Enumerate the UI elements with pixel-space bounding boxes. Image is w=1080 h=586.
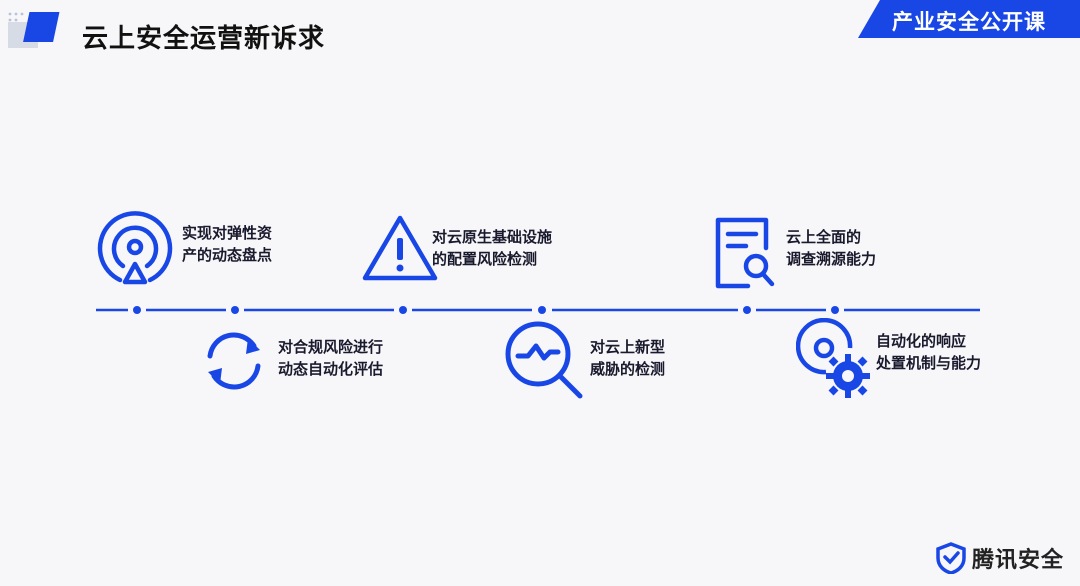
page-title: 云上安全运营新诉求 bbox=[82, 24, 326, 54]
timeline-node bbox=[831, 306, 839, 314]
document-search-icon bbox=[715, 217, 775, 289]
item-label: 实现对弹性资产的动态盘点 bbox=[182, 224, 273, 264]
gears-icon bbox=[796, 318, 870, 398]
brand-logo: 腾讯安全 bbox=[936, 542, 1064, 574]
brand-name: 腾讯安全 bbox=[971, 548, 1064, 573]
radar-icon bbox=[97, 211, 173, 285]
item-label: 云上全面的调查溯源能力 bbox=[786, 228, 877, 268]
item-label: 对云上新型威胁的检测 bbox=[590, 338, 666, 378]
logo-mark-icon bbox=[8, 12, 60, 48]
timeline-node bbox=[743, 306, 751, 314]
warning-icon bbox=[362, 215, 438, 281]
magnifier-wave-icon bbox=[505, 321, 583, 399]
timeline-node bbox=[399, 306, 407, 314]
course-banner-label: 产业安全公开课 bbox=[892, 10, 1046, 34]
item-label: 对云原生基础设施的配置风险检测 bbox=[432, 228, 553, 268]
refresh-cycle-icon bbox=[207, 332, 261, 390]
tencent-shield-icon bbox=[936, 542, 966, 574]
item-label: 对合规风险进行动态自动化评估 bbox=[278, 338, 384, 378]
timeline-node bbox=[538, 306, 546, 314]
course-banner: 产业安全公开课 bbox=[858, 0, 1080, 38]
timeline-node bbox=[231, 306, 239, 314]
timeline-node bbox=[133, 306, 141, 314]
item-label: 自动化的响应处置机制与能力 bbox=[876, 332, 982, 372]
